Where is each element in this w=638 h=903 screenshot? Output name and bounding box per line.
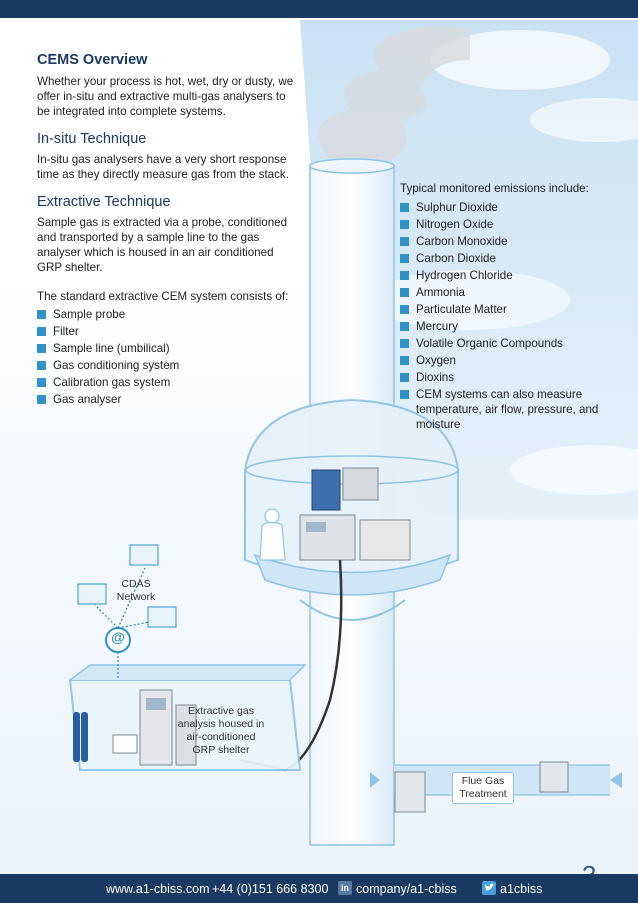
bullet-square-icon: [400, 203, 409, 212]
page-title: CEMS Overview: [37, 52, 148, 68]
computer-icon: [77, 544, 177, 628]
bullet-square-icon: [400, 373, 409, 382]
extractive-text: Sample gas is extracted via a probe, con…: [37, 216, 288, 274]
analyser-cabinet: [299, 514, 356, 561]
list-item: Oxygen: [400, 353, 605, 368]
intro-text: Whether your process is hot, wet, dry or…: [37, 75, 294, 118]
phone-number: +44 (0)151 666 8300: [212, 882, 329, 896]
bullet-square-icon: [37, 327, 46, 336]
top-bar: [0, 0, 638, 18]
list-item: Sample probe: [37, 307, 299, 322]
bullet-square-icon: [400, 288, 409, 297]
bullet-square-icon: [37, 310, 46, 319]
bullet-square-icon: [400, 356, 409, 365]
cloud-icon: [430, 30, 610, 90]
at-icon: @: [111, 629, 125, 645]
flue-gas-label: Flue Gas Treatment: [452, 772, 514, 804]
footer-bar: www.a1-cbiss.com +44 (0)151 666 8300 in …: [0, 874, 638, 903]
twitter-handle[interactable]: a1cbiss: [500, 882, 543, 896]
list-item: Nitrogen Oxide: [400, 217, 605, 232]
probe-unit: [311, 469, 341, 511]
linkedin-icon[interactable]: in: [338, 881, 352, 895]
bullet-square-icon: [400, 254, 409, 263]
system-intro: The standard extractive CEM system consi…: [37, 290, 289, 303]
bullet-square-icon: [37, 344, 46, 353]
list-item: Volatile Organic Compounds: [400, 336, 605, 351]
emissions-intro: Typical monitored emissions include:: [400, 182, 589, 195]
insitu-heading: In-situ Technique: [37, 131, 147, 147]
website-link[interactable]: www.a1-cbiss.com: [106, 882, 210, 896]
list-item: Gas conditioning system: [37, 358, 299, 373]
bullet-square-icon: [400, 237, 409, 246]
list-item: Particulate Matter: [400, 302, 605, 317]
system-list: Sample probe Filter Sample line (umbilic…: [37, 307, 299, 407]
extractive-heading: Extractive Technique: [37, 194, 171, 210]
list-item: Dioxins: [400, 370, 605, 385]
list-item: Sample line (umbilical): [37, 341, 299, 356]
list-item: Carbon Dioxide: [400, 251, 605, 266]
right-column: Typical monitored emissions include: Sul…: [400, 181, 605, 434]
person-icon: [259, 508, 286, 561]
list-item: Filter: [37, 324, 299, 339]
list-item: Carbon Monoxide: [400, 234, 605, 249]
linkedin-link[interactable]: company/a1-cbiss: [356, 882, 457, 896]
bullet-square-icon: [400, 339, 409, 348]
smoke: [318, 25, 470, 165]
list-item: Sulphur Dioxide: [400, 200, 605, 215]
bullet-square-icon: [400, 220, 409, 229]
cdas-network-label: CDAS Network: [116, 578, 156, 603]
insitu-text: In-situ gas analysers have a very short …: [37, 153, 289, 181]
bullet-square-icon: [400, 390, 409, 399]
list-item: CEM systems can also measure temperature…: [400, 387, 605, 432]
cylinder-icon: [73, 712, 88, 762]
bullet-square-icon: [400, 322, 409, 331]
emissions-list: Sulphur Dioxide Nitrogen Oxide Carbon Mo…: [400, 200, 605, 432]
bullet-square-icon: [37, 378, 46, 387]
list-item: Hydrogen Chloride: [400, 268, 605, 283]
list-item: Calibration gas system: [37, 375, 299, 390]
bullet-square-icon: [400, 305, 409, 314]
list-item: Mercury: [400, 319, 605, 334]
bullet-square-icon: [37, 361, 46, 370]
twitter-icon[interactable]: [482, 881, 496, 895]
shelter-label: Extractive gas analysis housed in air-co…: [177, 705, 265, 756]
left-column: CEMS Overview Whether your process is ho…: [37, 53, 299, 409]
bullet-square-icon: [37, 395, 46, 404]
bullet-square-icon: [400, 271, 409, 280]
list-item: Ammonia: [400, 285, 605, 300]
list-item: Gas analyser: [37, 392, 299, 407]
